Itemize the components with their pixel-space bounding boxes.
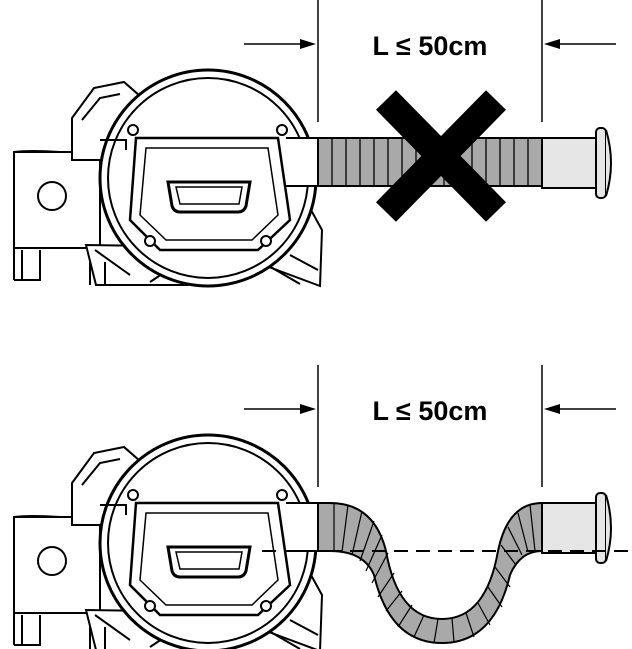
top-panel	[12, 0, 617, 288]
curved-hose	[317, 501, 543, 645]
bottom-panel	[12, 364, 628, 649]
length-limit-label-bottom: L ≤ 50cm	[372, 396, 488, 426]
wall-outlet-top	[541, 127, 612, 199]
appliance-unit-top	[12, 68, 324, 288]
x-mark-icon	[376, 90, 506, 222]
appliance-unit-bottom	[12, 433, 324, 649]
dimension-markers-top	[243, 0, 617, 123]
wall-outlet-bottom	[541, 492, 612, 564]
length-limit-label-top: L ≤ 50cm	[372, 31, 488, 61]
dimension-markers-bottom	[243, 364, 617, 488]
